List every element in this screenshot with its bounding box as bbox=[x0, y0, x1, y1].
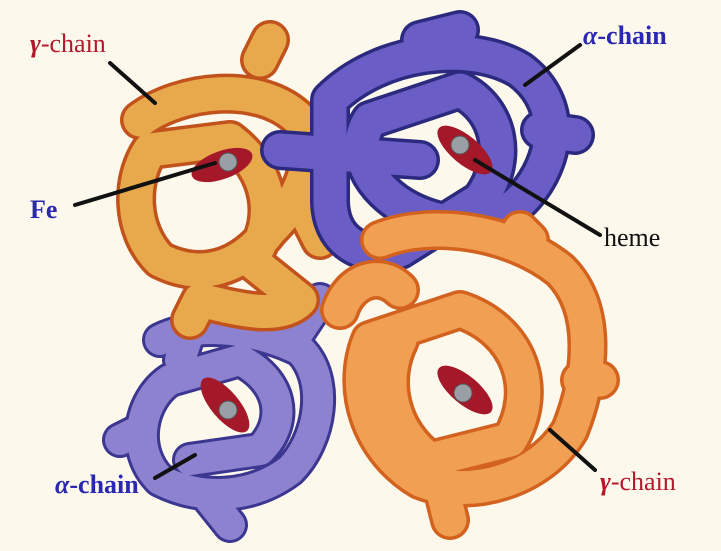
heme-group-alpha-bottom bbox=[200, 377, 250, 433]
gamma-chain-bottom-right bbox=[320, 210, 620, 540]
alpha-chain-top-right bbox=[260, 10, 595, 273]
label-gamma-chain-top: γ-chain bbox=[30, 29, 106, 58]
leader-line-alpha-top bbox=[523, 43, 582, 87]
heme-group-gamma-top bbox=[191, 147, 253, 183]
iron-atom bbox=[450, 135, 470, 155]
gamma-chain-top-left bbox=[116, 20, 340, 340]
leader-line-fe bbox=[73, 161, 217, 207]
iron-atom bbox=[218, 400, 238, 420]
alpha-chain-bottom-left bbox=[102, 282, 338, 543]
label-gamma-chain-bottom: γ-chain bbox=[600, 467, 676, 496]
leader-line-gamma-bottom bbox=[548, 428, 597, 472]
heme-group-gamma-bottom bbox=[437, 365, 493, 415]
iron-atom bbox=[218, 152, 238, 172]
label-fe: Fe bbox=[30, 195, 57, 224]
leader-line-gamma-top bbox=[108, 61, 157, 105]
label-alpha-chain-bottom: α-chain bbox=[55, 470, 139, 499]
leader-line-alpha-bottom bbox=[153, 453, 197, 480]
label-heme: heme bbox=[604, 223, 660, 252]
label-alpha-chain-top: α-chain bbox=[583, 21, 667, 50]
iron-atom bbox=[453, 383, 473, 403]
leader-line-heme bbox=[473, 158, 602, 237]
